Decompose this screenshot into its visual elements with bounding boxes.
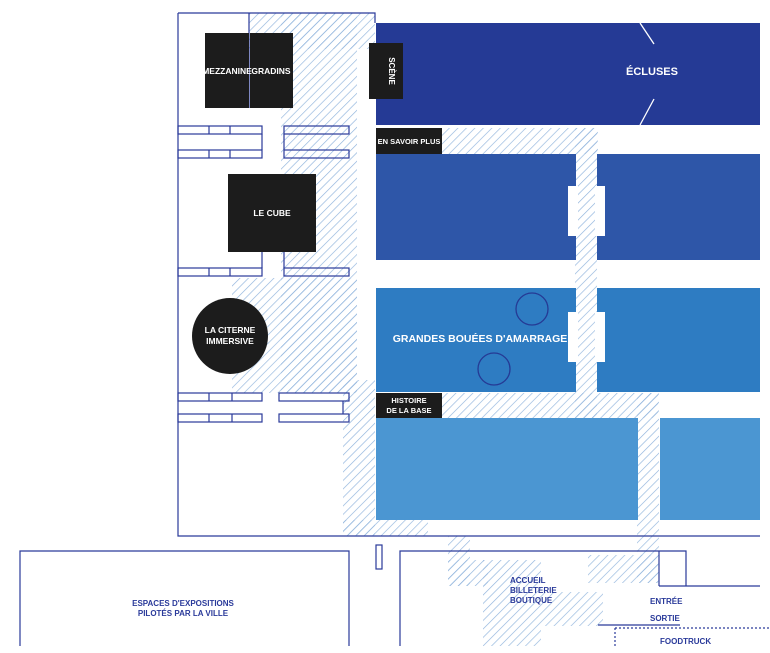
- hall-row2-left[interactable]: [376, 154, 576, 260]
- opening-row3-right: [595, 312, 605, 362]
- opening-row2-right: [595, 186, 605, 236]
- wall-segment: [278, 413, 350, 423]
- wall-segment: [283, 125, 350, 135]
- bollard-icon: [477, 352, 511, 386]
- hall-ecluses[interactable]: [376, 23, 760, 125]
- room-histoire-de-la-base[interactable]: [376, 393, 442, 418]
- wall-segment: [177, 267, 263, 277]
- wall-segment: [278, 392, 350, 402]
- corridor-central-vertical: [575, 128, 597, 418]
- main-building-outline: [177, 12, 760, 537]
- wall-segment: [177, 392, 263, 402]
- wall-segment: [283, 267, 350, 277]
- wall-segment: [177, 149, 263, 159]
- room-le-cube[interactable]: [228, 174, 316, 252]
- ecluses-gate-bottom: [639, 98, 655, 126]
- labels: MEZZANINE GRADINS SCÈNE ÉCLUSES EN SAVOI…: [132, 57, 711, 646]
- wall-segment: [177, 125, 263, 135]
- label-entree: ENTRÉE: [650, 597, 683, 606]
- room-mezzanine[interactable]: [205, 33, 249, 108]
- label-en-savoir-plus: EN SAVOIR PLUS: [378, 137, 441, 146]
- room-en-savoir-plus[interactable]: [376, 128, 442, 154]
- black-rooms: [192, 33, 442, 418]
- label-sortie: SORTIE: [650, 614, 680, 623]
- corridor-entrance-left: [448, 560, 488, 586]
- exhibition-halls: [376, 22, 760, 520]
- room-la-citerne-immersive[interactable]: [192, 298, 268, 374]
- label-mezzanine: MEZZANINE: [202, 66, 252, 76]
- opening-row3-left: [568, 312, 578, 362]
- corridor-exit-lower: [588, 555, 658, 583]
- corridor-accueil-right: [541, 592, 603, 626]
- label-grandes-bouees: GRANDES BOUÉES D'AMARRAGE: [393, 332, 568, 345]
- label-citerne-line2: IMMERSIVE: [206, 336, 254, 346]
- corridor-bottom-left: [343, 520, 428, 536]
- hall-grandes-bouees[interactable]: [376, 288, 576, 392]
- room-gradins[interactable]: [250, 33, 293, 108]
- label-expo-line2: PILOTÉS PAR LA VILLE: [138, 609, 229, 618]
- corridor-accueil: [483, 560, 541, 646]
- hall-row2-right[interactable]: [597, 154, 760, 260]
- room-scene[interactable]: [369, 43, 403, 99]
- wall-segment: [177, 413, 263, 423]
- corridor-vertical-lower: [343, 380, 375, 535]
- ecluses-gate-top: [639, 22, 655, 45]
- entrance-building-outline: [399, 550, 760, 646]
- label-accueil-line2: BILLETERIE: [510, 586, 557, 595]
- wall-segment: [283, 149, 350, 159]
- label-expo-line1: ESPACES D'EXPOSITIONS: [132, 599, 234, 608]
- label-scene: SCÈNE: [387, 57, 396, 85]
- label-gradins: GRADINS: [251, 66, 291, 76]
- hall-row4-left[interactable]: [376, 418, 638, 520]
- expo-building-outline: [19, 550, 350, 646]
- label-histoire-line1: HISTOIRE: [391, 396, 426, 405]
- label-foodtruck: FOODTRUCK: [660, 637, 711, 646]
- bollard-icon: [515, 292, 549, 326]
- corridor-en-savoir-plus: [440, 128, 598, 154]
- pillar: [375, 544, 383, 570]
- corridor-right-vertical: [637, 393, 659, 583]
- hall-row3-right[interactable]: [597, 288, 760, 392]
- label-ecluses: ÉCLUSES: [626, 65, 678, 78]
- hall-row4-right[interactable]: [660, 418, 760, 520]
- opening-row2-left: [568, 186, 578, 236]
- label-histoire-line2: DE LA BASE: [386, 406, 431, 415]
- label-accueil-line3: BOUTIQUE: [510, 596, 553, 605]
- corridor-histoire: [440, 393, 658, 418]
- label-le-cube: LE CUBE: [253, 208, 291, 218]
- label-accueil-line1: ACCUEIL: [510, 576, 546, 585]
- label-citerne-line1: LA CITERNE: [205, 325, 256, 335]
